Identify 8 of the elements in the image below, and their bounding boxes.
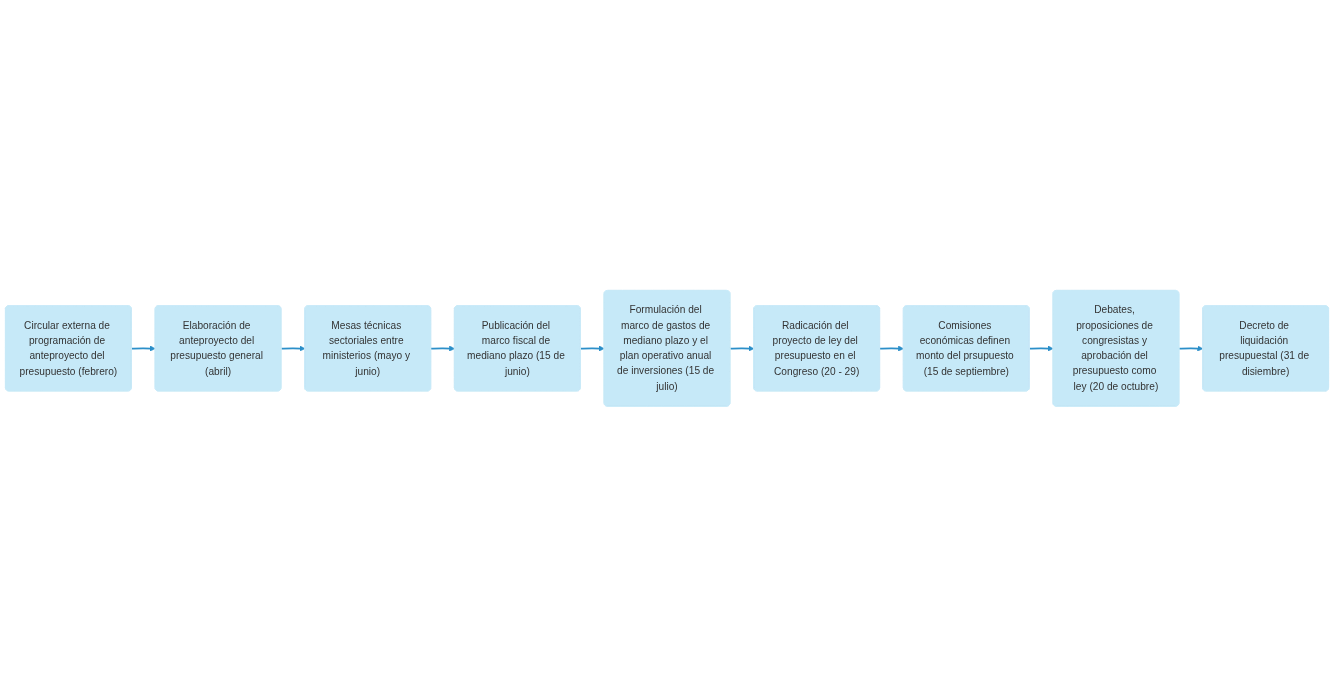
arrow [1028, 345, 1054, 352]
arrow [130, 345, 156, 352]
arrow [729, 345, 755, 352]
arrow [879, 345, 904, 352]
arrow [1178, 345, 1204, 352]
arrow [430, 345, 455, 352]
arrow [579, 345, 605, 352]
arrow [280, 345, 306, 352]
